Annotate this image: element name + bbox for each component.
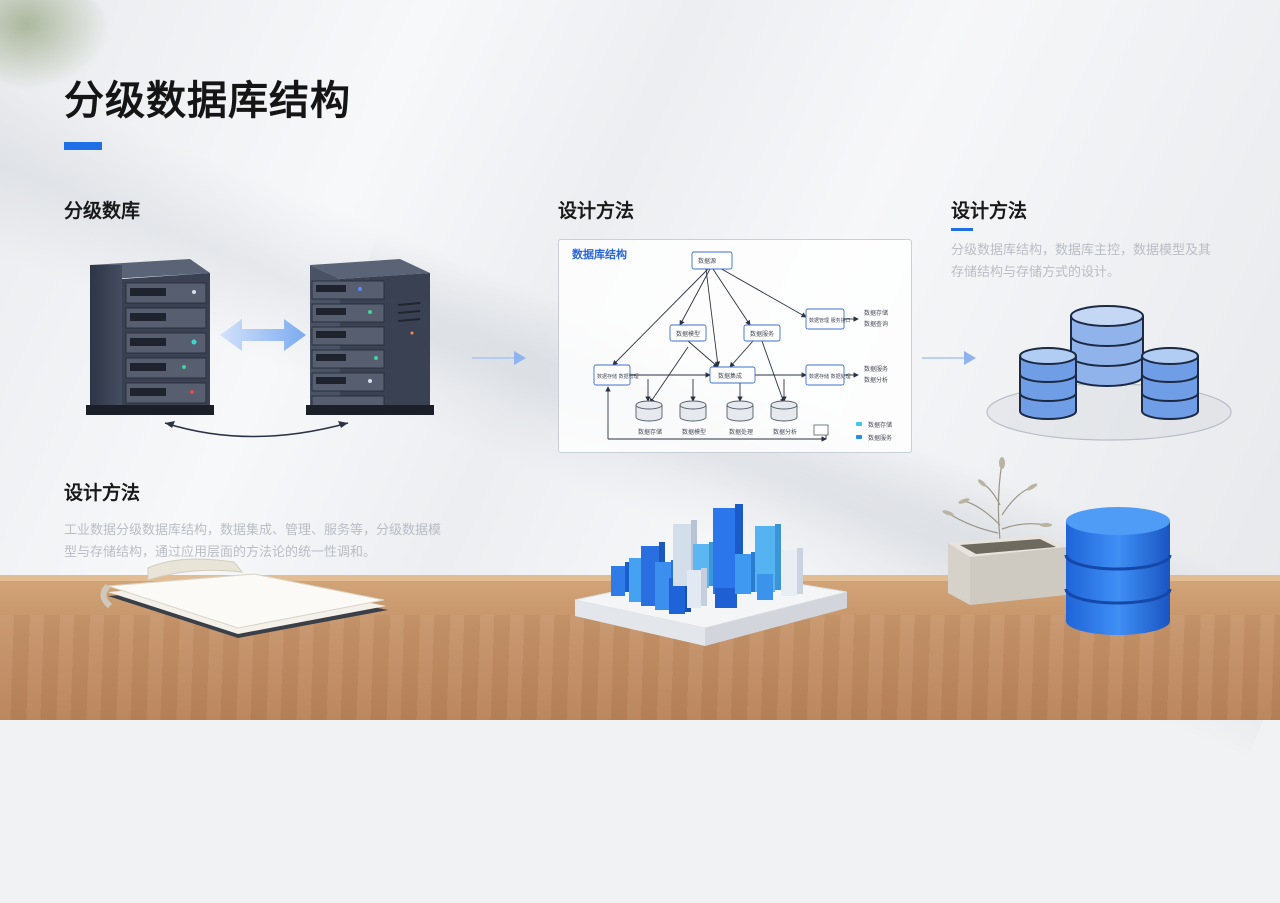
node-center: 数据集成 (718, 372, 742, 380)
arrow-right-icon (472, 351, 526, 365)
legend-item-2: 数据服务 (868, 434, 892, 442)
diagram-title: 数据库结构 (572, 248, 627, 261)
node-side-top: 数据管理 服务接口 (809, 317, 851, 324)
node-mid-left: 数据模型 (676, 330, 700, 338)
title-accent-bar (64, 142, 102, 150)
db-label-3: 数据处理 (729, 428, 753, 436)
node-side-bottom: 数据存储 数据处理 (809, 373, 851, 380)
slide-title: 分级数据库结构 (64, 78, 351, 124)
server-rack-icon (86, 259, 434, 438)
section-heading-right: 设计方法 (951, 200, 1028, 222)
3d-bar-chart-icon (574, 504, 848, 646)
section-heading-left: 分级数库 (64, 200, 141, 222)
section-heading-middle: 设计方法 (558, 200, 635, 222)
node-top: 数据源 (698, 257, 716, 265)
server-left-icon (86, 259, 214, 415)
heading-accent-bar (951, 228, 973, 231)
database-icon (1064, 507, 1172, 635)
open-book-icon (100, 558, 388, 638)
node-left: 数据存储 数据管理 (597, 373, 639, 380)
link-curve-icon (164, 422, 349, 438)
db-label-4: 数据分析 (773, 428, 797, 436)
double-arrow-icon (220, 319, 306, 351)
note-side-top-1: 数据存储 (864, 309, 888, 317)
node-mid-right: 数据服务 (750, 330, 774, 338)
legend-item-1: 数据存储 (868, 421, 892, 429)
diagram-flow: 数据源 数据模型 数据服务 数据管理 服务接口 数据存储 数据查询 数据存储 数… (593, 251, 892, 442)
arrow-right-icon (922, 351, 976, 365)
note-side-top-2: 数据查询 (864, 320, 888, 328)
note-side-bottom-2: 数据分析 (864, 376, 888, 384)
database-cluster-icon (986, 305, 1232, 441)
potted-plant-icon (942, 457, 1066, 605)
server-right-icon (306, 259, 434, 415)
note-side-bottom-1: 数据服务 (864, 365, 888, 373)
section-description-bottom-left: 工业数据分级数据库结构，数据集成、管理、服务等，分级数据模型与存储结构，通过应用… (64, 523, 442, 560)
section-heading-bottom-left: 设计方法 (64, 482, 141, 504)
db-label-1: 数据存储 (638, 428, 662, 436)
section-description-right: 分级数据库结构，数据库主控，数据模型及其存储结构与存储方式的设计。 (951, 243, 1212, 280)
db-label-2: 数据模型 (682, 428, 706, 436)
